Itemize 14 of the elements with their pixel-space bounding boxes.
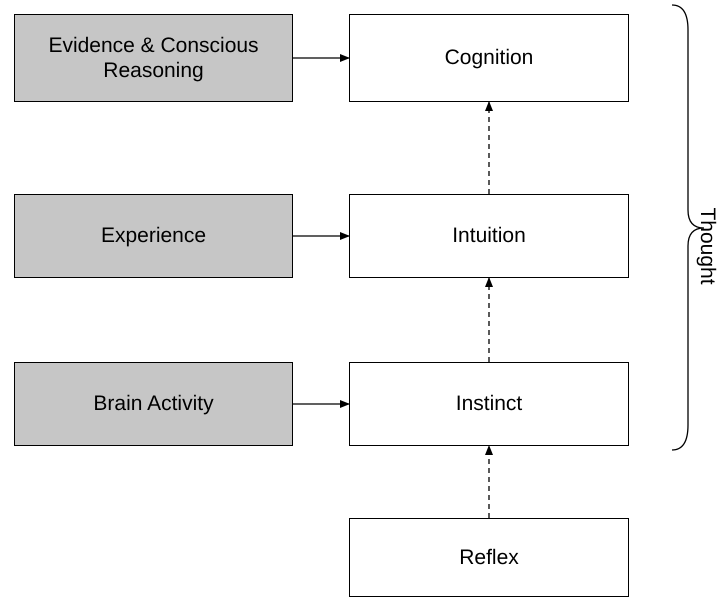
input-box: Evidence & Conscious Reasoning bbox=[14, 14, 293, 102]
arrow bbox=[293, 232, 350, 240]
arrow bbox=[293, 400, 350, 408]
brace-label: Thought bbox=[695, 206, 719, 287]
arrow bbox=[485, 277, 493, 362]
stage-box: Cognition bbox=[349, 14, 629, 102]
arrow bbox=[293, 54, 350, 62]
arrow bbox=[485, 101, 493, 194]
stage-box: Instinct bbox=[349, 362, 629, 446]
stage-box: Intuition bbox=[349, 194, 629, 278]
input-box: Experience bbox=[14, 194, 293, 278]
input-box: Brain Activity bbox=[14, 362, 293, 446]
arrow bbox=[485, 445, 493, 518]
stage-box: Reflex bbox=[349, 518, 629, 597]
